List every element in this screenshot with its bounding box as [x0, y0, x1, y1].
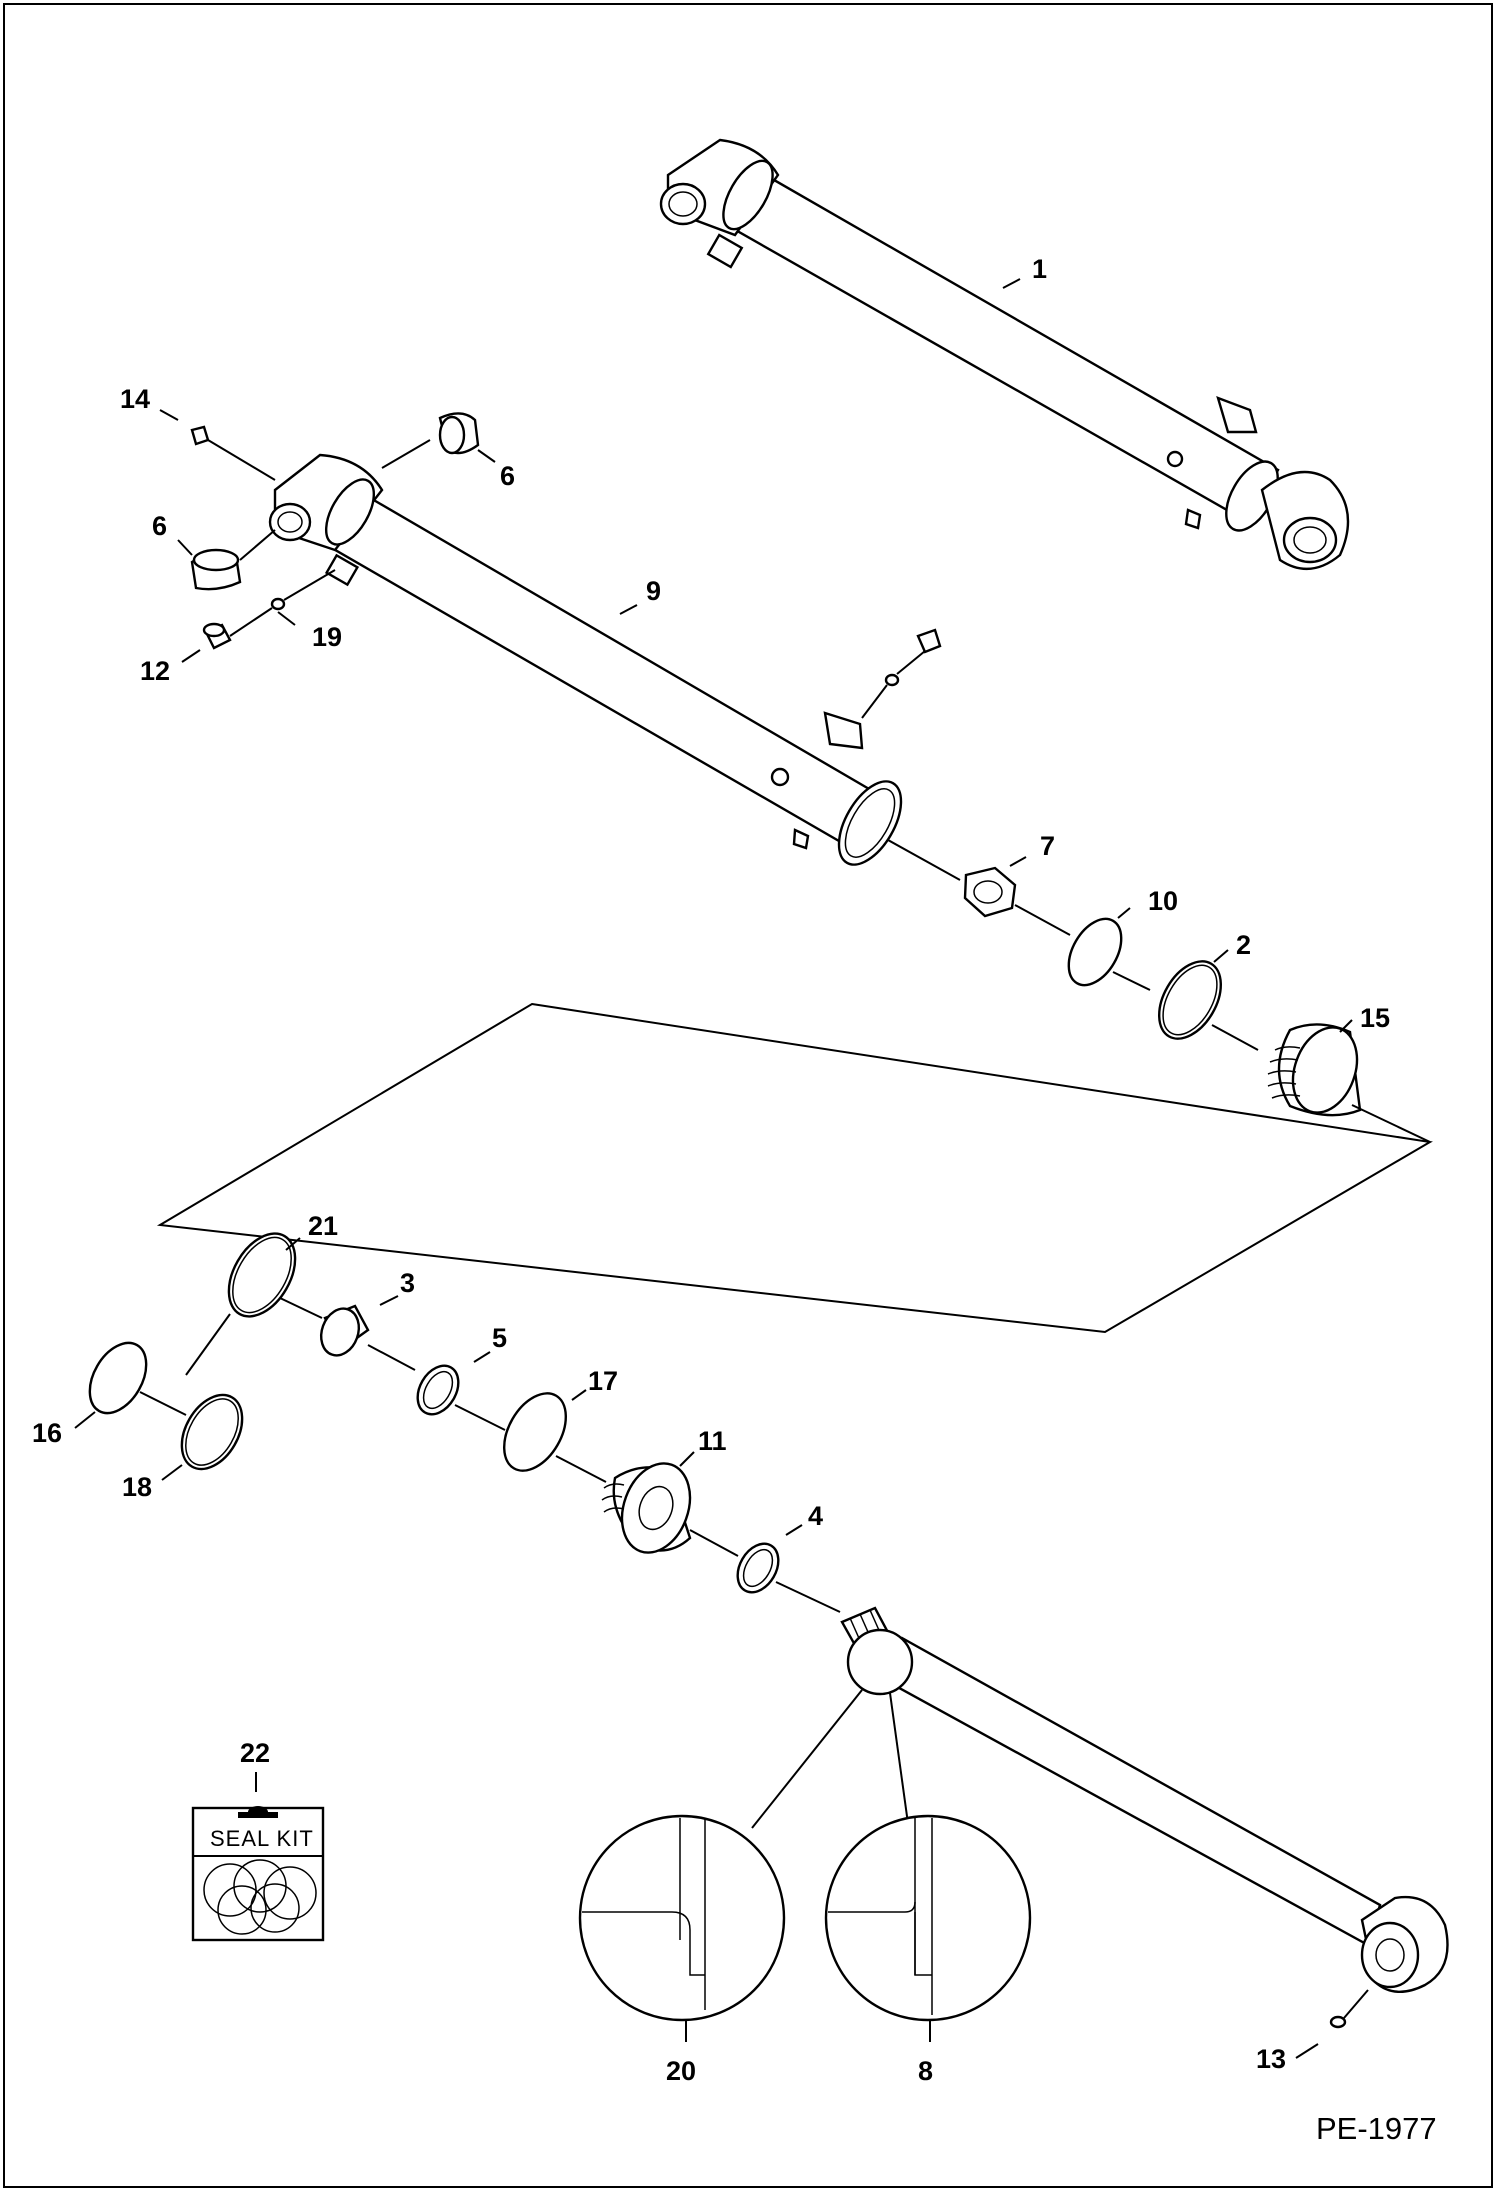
- callout-1: 1: [1032, 254, 1047, 284]
- callout-3: 3: [400, 1268, 415, 1298]
- callout-22: 22: [240, 1738, 270, 1768]
- grease-fitting-upper: [861, 628, 942, 719]
- callout-12: 12: [140, 656, 170, 686]
- callout-7: 7: [1040, 831, 1055, 861]
- callout-5: 5: [492, 1323, 507, 1353]
- plug-12: [202, 622, 232, 650]
- grease-fitting-13: [1329, 2015, 1347, 2029]
- detail-leader-left: [751, 1689, 863, 1829]
- wear-ring-3: [319, 1304, 370, 1357]
- detail-view-8: [824, 1814, 1032, 2022]
- ring-21: [227, 1232, 297, 1318]
- callout-17: 17: [588, 1366, 618, 1396]
- o-ring-19: [270, 597, 286, 611]
- callout-4: 4: [808, 1501, 823, 1531]
- nut-7: [963, 866, 1017, 918]
- ring-2: [1158, 960, 1222, 1040]
- detail-leader-right: [889, 1692, 911, 1839]
- piston-15: [1267, 1023, 1362, 1117]
- seal-4: [736, 1542, 780, 1594]
- callout-13: 13: [1256, 2044, 1286, 2074]
- ring-17: [503, 1392, 567, 1472]
- piston-rod: [840, 1606, 1449, 1993]
- seal-kit-label: SEAL KIT: [210, 1826, 314, 1851]
- ring-16: [88, 1341, 148, 1415]
- leader-1: [1002, 278, 1021, 289]
- callout-19: 19: [312, 622, 342, 652]
- cylinder-assembly: [659, 138, 1350, 571]
- detail-group-outline: [156, 1002, 1433, 1334]
- callout-6a: 6: [500, 461, 515, 491]
- ring-10: [1067, 917, 1123, 987]
- callout-16: 16: [32, 1418, 62, 1448]
- seal-kit-package: SEAL KIT: [191, 1806, 325, 1942]
- plate-number: PE-1977: [1316, 2111, 1437, 2146]
- callout-2: 2: [1236, 930, 1251, 960]
- bushing-6-upper: [438, 412, 480, 455]
- callout-9: 9: [646, 576, 661, 606]
- callout-14: 14: [120, 384, 150, 414]
- grease-fitting-14: [190, 425, 210, 446]
- ring-18: [180, 1393, 244, 1471]
- callout-15: 15: [1360, 1003, 1390, 1033]
- cylinder-barrel: [268, 453, 903, 866]
- callout-6b: 6: [152, 511, 167, 541]
- callout-11: 11: [698, 1426, 727, 1456]
- seal-5: [416, 1364, 460, 1416]
- detail-view-20: [578, 1814, 786, 2022]
- leader-9: [619, 604, 638, 615]
- callout-10: 10: [1148, 886, 1178, 916]
- callout-8: 8: [918, 2056, 933, 2086]
- callout-21: 21: [308, 1211, 338, 1241]
- callout-20: 20: [666, 2056, 696, 2086]
- callout-18: 18: [122, 1472, 152, 1502]
- head-11: [601, 1462, 692, 1554]
- bushing-6-lower: [190, 548, 242, 591]
